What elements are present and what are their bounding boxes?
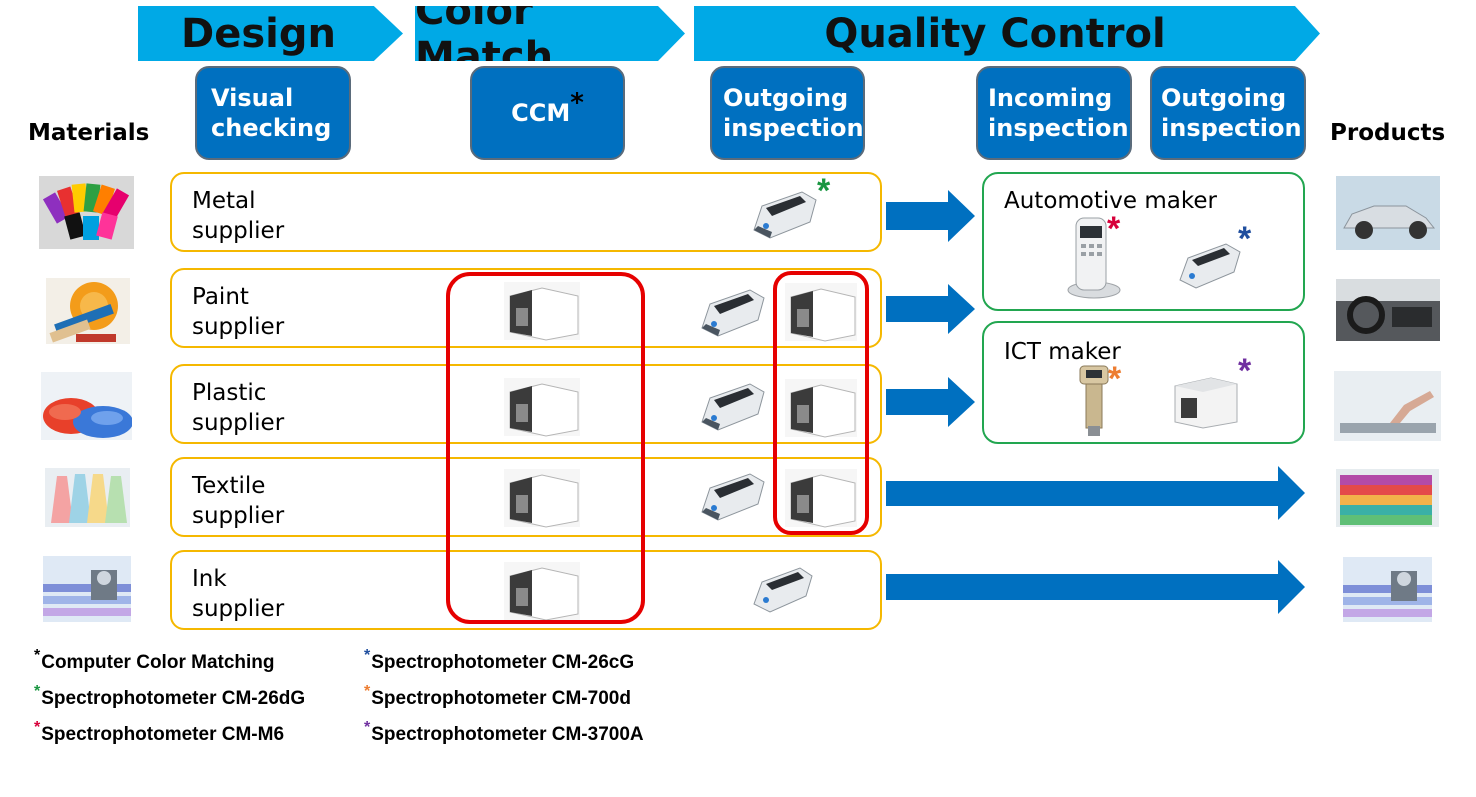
supplier-row-metal: Metal supplier bbox=[170, 172, 882, 252]
cm-26dg-marker: * bbox=[817, 172, 831, 210]
benchtop-spectrophotometer-icon bbox=[504, 378, 580, 437]
automotive-maker-box: Automotive maker bbox=[982, 172, 1305, 311]
automotive-maker-label: Automotive maker bbox=[1004, 188, 1217, 214]
legend-mark: * bbox=[34, 683, 41, 700]
benchtop-spectrophotometer-icon bbox=[504, 562, 580, 621]
material-image-metal-swatches bbox=[39, 176, 134, 249]
products-heading: Products bbox=[1330, 120, 1446, 146]
phase-color-match: Color Match bbox=[415, 6, 685, 61]
step-outgoing-label: Outgoing inspection bbox=[723, 84, 864, 142]
portable-spectrophotometer-icon bbox=[701, 473, 765, 521]
outgoing-highlight-frame bbox=[773, 271, 869, 535]
legend-text: Spectrophotometer CM-26cG bbox=[371, 652, 635, 673]
ccm-highlight-frame bbox=[446, 272, 645, 624]
product-image-print bbox=[1343, 557, 1432, 622]
legend-mark: * bbox=[364, 719, 371, 736]
portable-spectrophotometer-icon bbox=[701, 383, 765, 431]
cm-700d-marker: * bbox=[1108, 360, 1122, 398]
handheld-cm-700d-icon bbox=[1079, 365, 1109, 436]
supplier-row-ink: Ink supplier bbox=[170, 550, 882, 630]
product-image-car-interior bbox=[1336, 279, 1440, 341]
materials-heading: Materials bbox=[28, 120, 150, 146]
benchtop-spectrophotometer-icon bbox=[785, 469, 857, 528]
supplier-label: Ink supplier bbox=[192, 566, 285, 622]
portable-spectrophotometer-icon bbox=[1179, 243, 1241, 289]
legend-item: *Computer Color Matching bbox=[34, 647, 275, 674]
legend-item: *Spectrophotometer CM-700d bbox=[364, 683, 631, 710]
product-image-tablet bbox=[1334, 371, 1441, 441]
ccm-asterisk: * bbox=[570, 88, 584, 118]
arrow-ink-to-products bbox=[886, 560, 1305, 614]
step-outgoing2-label: Outgoing inspection bbox=[1161, 84, 1302, 142]
portable-spectrophotometer-icon bbox=[701, 289, 765, 337]
legend-text: Spectrophotometer CM-26dG bbox=[41, 688, 306, 709]
phase-quality-control: Quality Control bbox=[694, 6, 1320, 61]
benchtop-cm-3700a-icon bbox=[1174, 377, 1238, 429]
benchtop-spectrophotometer-icon bbox=[504, 469, 580, 528]
cm-26cg-marker: * bbox=[1238, 220, 1252, 258]
step-visual-checking: Visual checking bbox=[195, 66, 351, 160]
legend-item: *Spectrophotometer CM-26cG bbox=[364, 647, 635, 674]
phase-design-label: Design bbox=[181, 10, 336, 57]
benchtop-spectrophotometer-icon bbox=[785, 379, 857, 438]
legend-item: *Spectrophotometer CM-3700A bbox=[364, 719, 644, 746]
ict-maker-box: ICT maker bbox=[982, 321, 1305, 444]
legend-mark: * bbox=[364, 683, 371, 700]
legend-text: Computer Color Matching bbox=[41, 652, 275, 673]
legend-text: Spectrophotometer CM-M6 bbox=[41, 724, 285, 745]
phase-design: Design bbox=[138, 6, 403, 61]
cm-3700a-marker: * bbox=[1238, 352, 1252, 390]
phase-color-match-label: Color Match bbox=[415, 0, 554, 80]
step-incoming-label: Incoming inspection bbox=[988, 84, 1129, 142]
portable-spectrophotometer-icon bbox=[753, 191, 817, 239]
supplier-label: Textile supplier bbox=[192, 473, 285, 529]
step-ccm: CCM* bbox=[470, 66, 625, 160]
legend-item: *Spectrophotometer CM-26dG bbox=[34, 683, 306, 710]
benchtop-spectrophotometer-icon bbox=[504, 282, 580, 341]
product-image-car bbox=[1336, 176, 1440, 250]
cm-m6-marker: * bbox=[1107, 210, 1121, 248]
supplier-label: Metal supplier bbox=[192, 188, 285, 244]
handheld-cm-m6-icon bbox=[1067, 217, 1121, 299]
step-outgoing-inspection-maker: Outgoing inspection bbox=[1150, 66, 1306, 160]
legend-item: *Spectrophotometer CM-M6 bbox=[34, 719, 285, 746]
portable-spectrophotometer-icon bbox=[753, 567, 813, 613]
product-image-textiles bbox=[1336, 469, 1439, 527]
supplier-row-plastic: Plastic supplier bbox=[170, 364, 882, 444]
supplier-row-textile: Textile supplier bbox=[170, 457, 882, 537]
arrow-metal-to-automotive bbox=[886, 190, 975, 242]
legend-text: Spectrophotometer CM-700d bbox=[371, 688, 631, 709]
ict-maker-label: ICT maker bbox=[1004, 339, 1121, 365]
step-incoming-inspection: Incoming inspection bbox=[976, 66, 1132, 160]
supplier-label: Plastic supplier bbox=[192, 380, 285, 436]
supplier-row-paint: Paint supplier bbox=[170, 268, 882, 348]
material-image-plastic-pellets bbox=[41, 372, 132, 440]
material-image-ink-print bbox=[43, 556, 131, 622]
legend-mark: * bbox=[34, 719, 41, 736]
legend-mark: * bbox=[34, 647, 41, 664]
material-image-paint bbox=[46, 278, 130, 344]
supplier-label: Paint supplier bbox=[192, 284, 285, 340]
arrow-paint-to-automotive bbox=[886, 284, 975, 334]
arrow-plastic-to-ict bbox=[886, 377, 975, 427]
phase-quality-control-label: Quality Control bbox=[824, 10, 1166, 57]
benchtop-spectrophotometer-icon bbox=[785, 283, 857, 342]
legend-text: Spectrophotometer CM-3700A bbox=[371, 724, 644, 745]
step-ccm-label: CCM bbox=[511, 99, 571, 127]
step-visual-checking-label: Visual checking bbox=[211, 84, 332, 142]
arrow-textile-to-products bbox=[886, 466, 1305, 520]
material-image-textile-cones bbox=[45, 468, 130, 527]
legend-mark: * bbox=[364, 647, 371, 664]
step-outgoing-inspection-supplier: Outgoing inspection bbox=[710, 66, 865, 160]
